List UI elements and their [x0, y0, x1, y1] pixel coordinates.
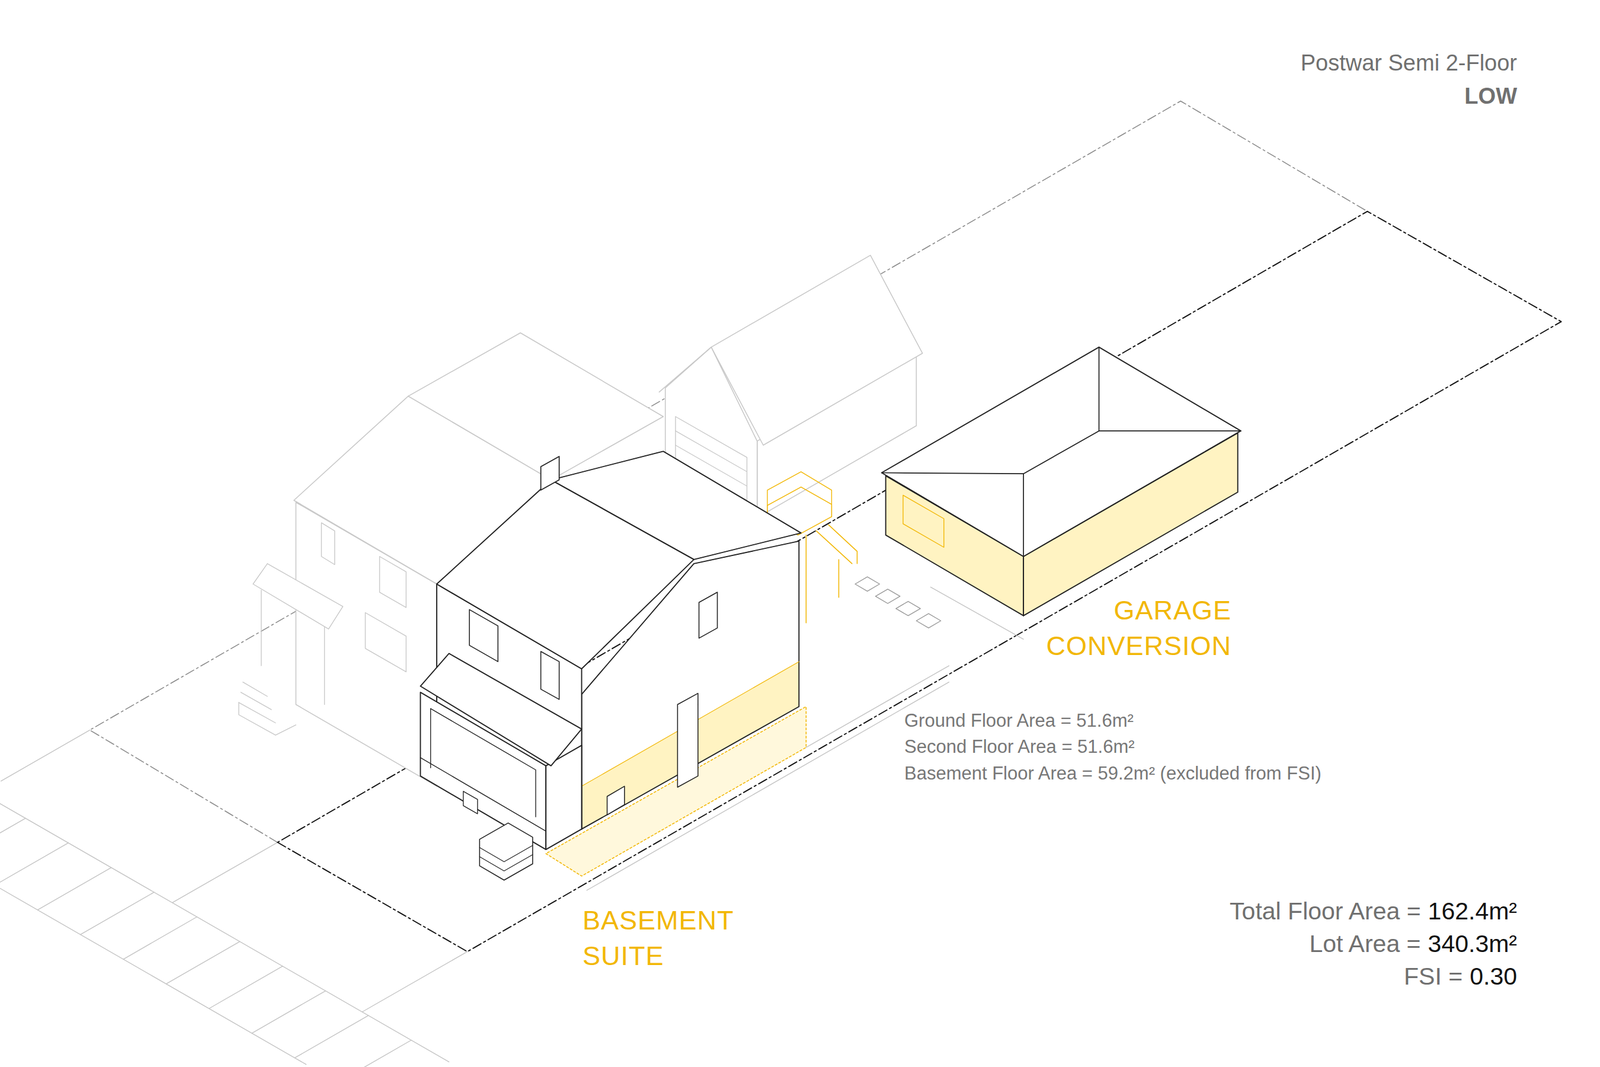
density-rating: LOW — [1464, 82, 1518, 111]
neighbour-window — [321, 522, 335, 565]
side-door — [677, 693, 698, 787]
paver — [896, 601, 921, 616]
side-window — [699, 592, 718, 639]
total-value: 340.3m² — [1428, 929, 1518, 959]
paver — [855, 576, 880, 591]
basement-window — [607, 785, 625, 815]
porch-roof — [420, 653, 582, 766]
sidewalk-joint — [80, 891, 155, 934]
front-stair — [479, 854, 533, 872]
neighbour-stair — [242, 682, 268, 697]
porch-floor — [420, 757, 546, 831]
driveway-edge — [362, 951, 467, 1012]
deck-stair — [828, 524, 857, 563]
garage-hip — [1099, 347, 1241, 431]
lot-line — [277, 211, 1561, 952]
sidewalk-joint — [37, 867, 112, 910]
sidewalk-joint — [0, 817, 26, 860]
deck-post — [838, 559, 840, 598]
total-value: 0.30 — [1469, 961, 1518, 991]
neighbour-lot-line — [90, 101, 1368, 843]
neighbour-stair — [240, 692, 272, 710]
lot-front-edge — [172, 842, 278, 903]
sidewalk-joint — [251, 990, 326, 1033]
paver — [916, 613, 941, 628]
deck-stair — [816, 530, 853, 564]
sidewalk-joint — [0, 842, 69, 885]
sidewalk-joint — [295, 1015, 369, 1058]
garage-conversion-label: GARAGE CONVERSION — [1045, 592, 1232, 664]
porch-post — [430, 708, 431, 768]
title: Postwar Semi 2-Floor — [1300, 49, 1518, 78]
front-window — [541, 651, 560, 700]
garage-hip — [881, 472, 1024, 557]
total-value: 162.4m² — [1428, 896, 1518, 926]
deck-rail — [767, 471, 832, 506]
deck-post — [805, 535, 808, 623]
neighbour-porch-roof — [253, 563, 344, 629]
total-label: Total Floor Area = — [1229, 896, 1421, 926]
total-label: FSI = — [1403, 961, 1463, 991]
garage-roof — [881, 347, 1241, 557]
neighbour-porch-post — [260, 590, 262, 666]
neighbour-wall — [295, 501, 437, 786]
neighbour-porch-post — [324, 626, 325, 705]
sidewalk-joint — [209, 965, 283, 1008]
front-stair — [479, 822, 533, 880]
floor-area-note: Second Floor Area = 51.6m² — [904, 735, 1135, 758]
front-window — [469, 609, 498, 662]
sidewalk-joint — [337, 1040, 412, 1067]
paver — [875, 589, 900, 604]
basement-band — [581, 661, 800, 829]
garage-ridge — [1023, 430, 1099, 474]
neighbour-window — [365, 612, 406, 672]
chimney — [541, 456, 560, 491]
sidewalk-edge — [0, 888, 307, 1065]
neighbour-window — [379, 556, 407, 608]
sidewalk-joint — [123, 916, 197, 959]
sidewalk-edge — [0, 803, 450, 1062]
floor-area-note: Ground Floor Area = 51.6m² — [904, 709, 1134, 732]
basement-suite-label: BASEMENT SUITE — [582, 902, 734, 974]
walkway-edge — [805, 665, 949, 748]
porch-basement-window — [463, 791, 478, 814]
neighbour-stair — [238, 702, 296, 735]
total-label: Lot Area = — [1309, 929, 1422, 959]
floor-area-note: Basement Floor Area = 59.2m² (excluded f… — [904, 762, 1322, 784]
lot-front-edge — [1, 730, 91, 782]
sidewalk-joint — [166, 941, 240, 984]
porch-opening — [430, 708, 536, 817]
roof-front — [436, 480, 694, 670]
neighbour-stair — [238, 702, 276, 723]
neighbour-garage-eave — [658, 347, 712, 393]
